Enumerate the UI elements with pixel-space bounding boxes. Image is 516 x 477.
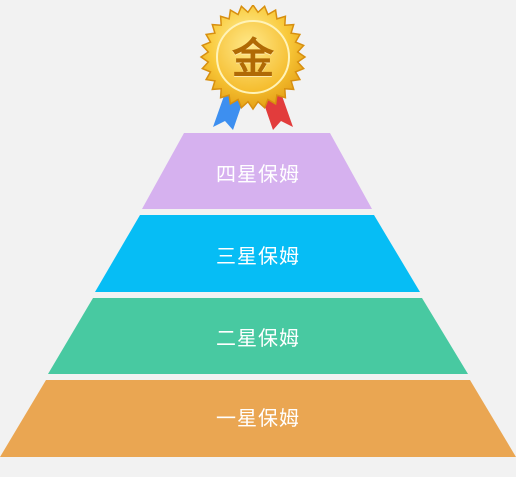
ribbon-right [263, 93, 293, 130]
medal-inner-circle [216, 20, 290, 94]
tier-one-star-shape [0, 380, 516, 457]
tier-one-star-label: 一星保姆 [216, 406, 300, 430]
tier-four-star-shape [142, 133, 372, 209]
tier-three-star-label: 三星保姆 [216, 244, 300, 268]
tier-four-star: 四星保姆 [0, 133, 516, 209]
tier-two-star-label: 二星保姆 [216, 325, 300, 350]
gold-medal-icon: 金 [197, 3, 317, 133]
tier-three-star-shape [95, 215, 420, 292]
tier-two-star-shape [48, 298, 468, 374]
tier-two-star: 二星保姆 [0, 298, 516, 374]
ribbon-left [213, 93, 243, 130]
tier-one-star: 一星保姆 [0, 380, 516, 457]
tier-three-star: 三星保姆 [0, 215, 516, 292]
medal-character: 金 [231, 34, 274, 83]
tier-four-star-label: 四星保姆 [216, 161, 300, 186]
medal-graphic [199, 3, 307, 130]
